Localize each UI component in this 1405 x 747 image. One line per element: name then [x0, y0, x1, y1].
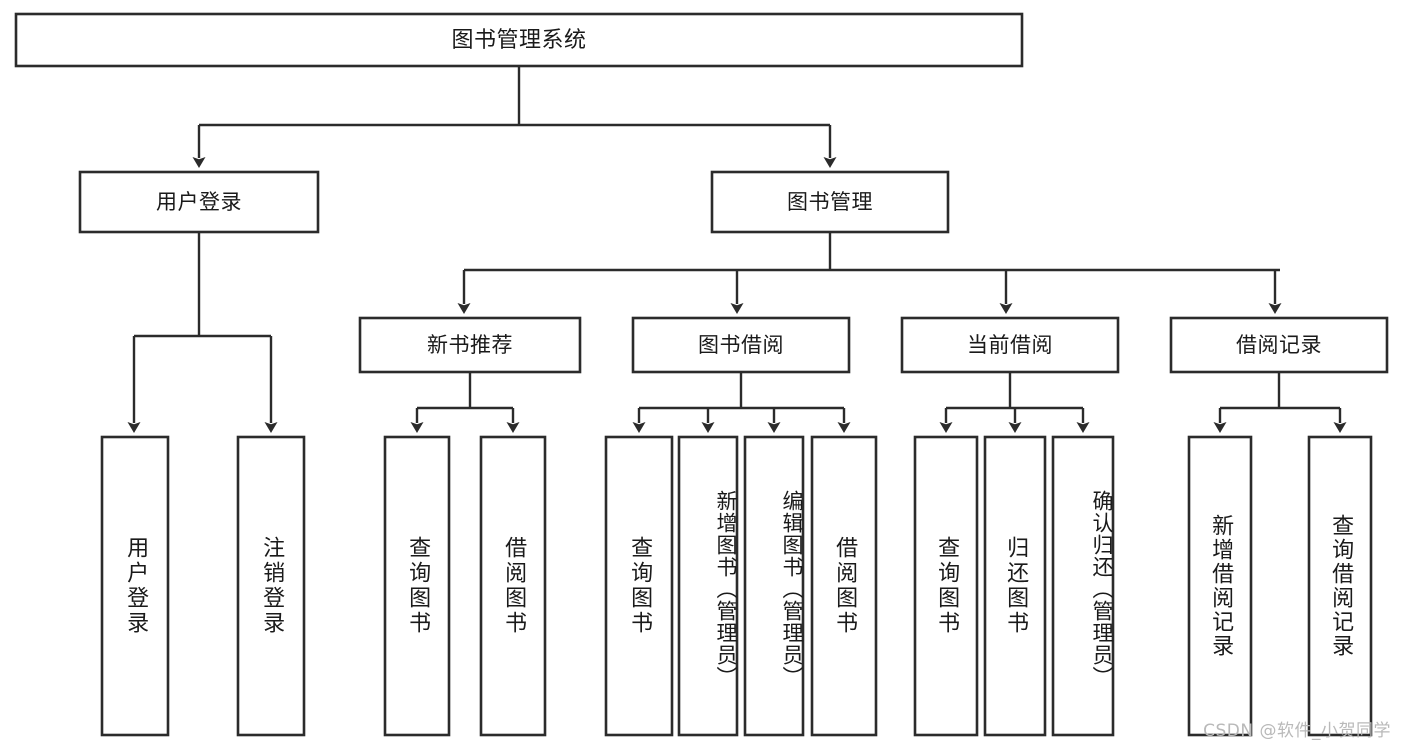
- node-user-login-label: 用户登录: [156, 190, 242, 214]
- node-current-borrow-label: 当前借阅: [967, 333, 1053, 357]
- node-current-borrow-box[interactable]: [900, 316, 1120, 374]
- leaf-box-return-book[interactable]: [983, 435, 1047, 737]
- node-book-management-label: 图书管理: [787, 190, 873, 214]
- leaf-box-borrow-book-1[interactable]: [479, 435, 547, 737]
- leaf-box-add-book-admin[interactable]: [677, 435, 739, 737]
- edge-borrow-bus: [639, 372, 844, 410]
- node-new-book-recommend[interactable]: 新书推荐: [358, 316, 582, 374]
- node-book-borrow-label: 图书借阅: [698, 333, 784, 357]
- node-book-management-box[interactable]: [710, 170, 950, 234]
- node-current-borrow[interactable]: 当前借阅: [900, 316, 1120, 374]
- node-book-management[interactable]: 图书管理: [710, 170, 950, 234]
- leaf-box-logout[interactable]: [236, 435, 306, 737]
- node-root-label: 图书管理系统: [451, 28, 586, 53]
- leaf-box-layer: [100, 435, 1373, 737]
- node-borrow-record-label: 借阅记录: [1236, 333, 1322, 357]
- edge-current-bus: [946, 372, 1083, 410]
- node-borrow-record-box[interactable]: [1169, 316, 1389, 374]
- leaf-box-query-book-1[interactable]: [383, 435, 451, 737]
- node-user-login[interactable]: 用户登录: [78, 170, 320, 234]
- edge-userlogin-bus: [134, 232, 271, 338]
- edge-bookmgmt-bus: [464, 232, 1280, 272]
- leaf-box-edit-book-admin[interactable]: [743, 435, 805, 737]
- edge-newbook-bus: [417, 372, 513, 410]
- node-new-book-recommend-label: 新书推荐: [427, 333, 513, 357]
- node-new-book-recommend-box[interactable]: [358, 316, 582, 374]
- node-root[interactable]: 图书管理系统: [14, 12, 1024, 68]
- node-book-borrow-box[interactable]: [631, 316, 851, 374]
- node-root-box[interactable]: [14, 12, 1024, 68]
- node-borrow-record[interactable]: 借阅记录: [1169, 316, 1389, 374]
- node-user-login-box[interactable]: [78, 170, 320, 234]
- leaf-box-add-record[interactable]: [1187, 435, 1253, 737]
- csdn-watermark: CSDN @软件_小贺同学: [1203, 721, 1391, 741]
- leaf-box-query-book-2[interactable]: [604, 435, 674, 737]
- connector-layer: [127, 66, 1347, 433]
- leaf-box-borrow-book-2[interactable]: [810, 435, 878, 737]
- edge-root-bus: [199, 66, 830, 127]
- node-book-borrow[interactable]: 图书借阅: [631, 316, 851, 374]
- leaf-box-query-record[interactable]: [1307, 435, 1373, 737]
- leaf-box-query-book-3[interactable]: [913, 435, 979, 737]
- edge-record-bus: [1220, 372, 1340, 410]
- leaf-box-confirm-return[interactable]: [1051, 435, 1115, 737]
- leaf-box-user-login[interactable]: [100, 435, 170, 737]
